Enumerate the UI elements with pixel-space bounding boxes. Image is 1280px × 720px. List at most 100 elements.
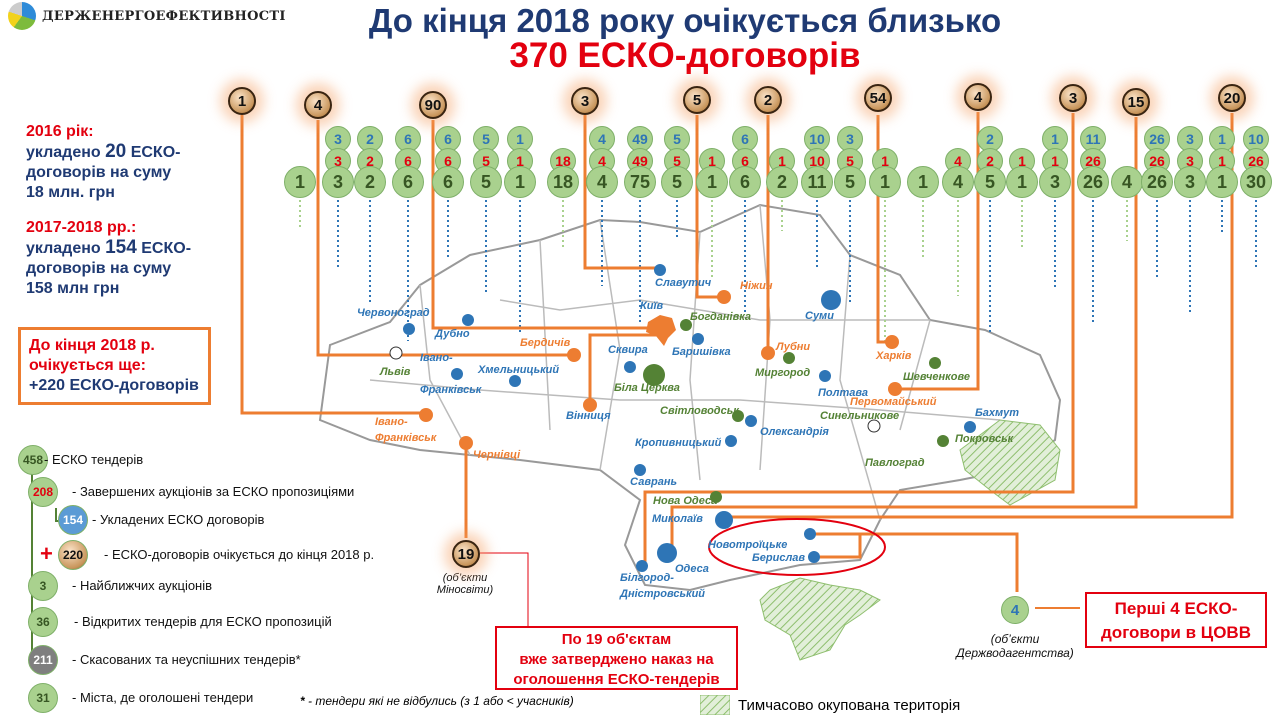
tender-badge: 54 [864,84,892,112]
column-total-count: 1 [869,166,901,198]
city-label: Олександрія [760,426,829,438]
column-total-count: 3 [1174,166,1206,198]
column-total-count: 3 [1039,166,1071,198]
column-blue-count: 3 [1177,126,1203,152]
occupied-crimea [759,577,881,661]
city-label: Кропивницький [635,437,722,449]
logo-icon [8,2,36,30]
link [670,117,1138,553]
column-total-count: 2 [354,166,386,198]
t: ЕСКО- [136,240,192,257]
city-label: Лубни [776,341,811,353]
city-label: Франківськ [420,384,482,396]
city-marker [732,410,744,422]
legend-circle: 31 [28,683,58,713]
city-marker [867,419,881,433]
occupied-donbas [959,419,1061,506]
city-marker [462,314,474,326]
map-outline [318,203,1062,592]
link [724,113,1234,519]
title-line-2: 370 ЕСКО-договорів [509,36,861,75]
legend-circle: 36 [28,607,58,637]
column-total-count: 5 [834,166,866,198]
summary-2017-2018: 2017-2018 рр.: укладено 154 ЕСКО- догово… [26,218,191,299]
legend-label: - ЕСКО-договорів очікується до кінця 201… [104,547,375,562]
column-total-count: 1 [1206,166,1238,198]
legend-circle: 458 [18,445,48,475]
city-label: Первомайський [850,396,937,408]
city-label: Дубно [435,328,470,340]
t: Перші 4 ЕСКО- [1114,599,1238,618]
column-total-count: 1 [696,166,728,198]
city-label: Бахмут [975,407,1020,419]
link [814,534,862,559]
city-marker [680,319,692,331]
column-total-count: 3 [322,166,354,198]
city-marker [808,551,820,563]
plus-sign: + [40,541,53,566]
tender-badge: 4 [304,91,332,119]
legend-label: - Скасованих та неуспішних тендерів* [72,652,301,667]
link [316,120,574,357]
city-label: Івано- [375,416,408,428]
column-blue-count: 3 [325,126,351,152]
city-marker [459,436,473,450]
summary-2016: 2016 рік: укладено 20 ЕСКО- договорів на… [26,122,180,203]
city-label: Світловодськ [660,405,739,417]
city-marker [885,335,899,349]
column-blue-count: 2 [977,126,1003,152]
t: укладено [26,144,106,161]
column-total-count: 4 [1111,166,1143,198]
city-marker [389,346,403,360]
t: - тендери які не відбулись (з 1 або < уч… [304,694,574,708]
city-marker [821,290,841,310]
city-label: Полтава [818,387,868,399]
city-marker [761,346,775,360]
tender-badge: 4 [964,83,992,111]
legend-label: - Найближчих аукціонів [72,578,213,593]
column-blue-count: 10 [804,126,830,152]
city-label: Суми [805,310,834,322]
legend-label: - Відкритих тендерів для ЕСКО пропозицій [74,614,332,629]
column-blue-count: 6 [395,126,421,152]
line: До кінця 2018 р. [29,337,155,354]
line: укладено 20 ЕСКО- [26,142,180,163]
column-total-count: 5 [661,166,693,198]
column-total-count: 26 [1077,166,1109,198]
legend-label: - Міста, де оголошені тендери [72,690,254,705]
count: 154 [105,237,137,258]
column-total-count: 4 [586,166,618,198]
tender-badge: 90 [419,91,447,119]
minosvity-badge: 19 [452,540,480,568]
city-label: Покровськ [955,433,1014,445]
highlight-ellipse [708,518,886,576]
t: * [300,694,305,708]
link [583,115,662,270]
occupied-legend: Тимчасово окупована територія [700,695,960,715]
city-label: Одеса [675,563,709,575]
line: договорів на суму [26,260,172,277]
city-label: Франківськ [375,432,437,444]
line: 18 млн. грн [26,184,115,201]
column-total-count: 6 [392,166,424,198]
line: 158 млн грн [26,280,120,297]
city-marker [692,333,704,345]
column-total-count: 4 [942,166,974,198]
legend-circle: 3 [28,571,58,601]
link [431,120,660,330]
city-marker [643,364,665,386]
city-label: Шевченкове [903,371,970,383]
city-label: Львів [380,366,411,378]
orange-links [240,112,1234,609]
column-total-count: 1 [1006,166,1038,198]
city-label: Червоноград [357,307,430,319]
logo-text: ДЕРЖЕНЕРГОЕФЕКТИВНОСТІ [42,8,286,24]
legend-label: - Укладених ЕСКО договорів [92,512,265,527]
city-label: Миргород [755,367,811,379]
tender-badge: 20 [1218,84,1246,112]
legend-circle: 208 [28,477,58,507]
footnote: * - тендери які не відбулись (з 1 або < … [300,694,574,708]
city-label: Вінниця [566,410,611,422]
tender-badge: 3 [1059,84,1087,112]
city-marker [717,290,731,304]
